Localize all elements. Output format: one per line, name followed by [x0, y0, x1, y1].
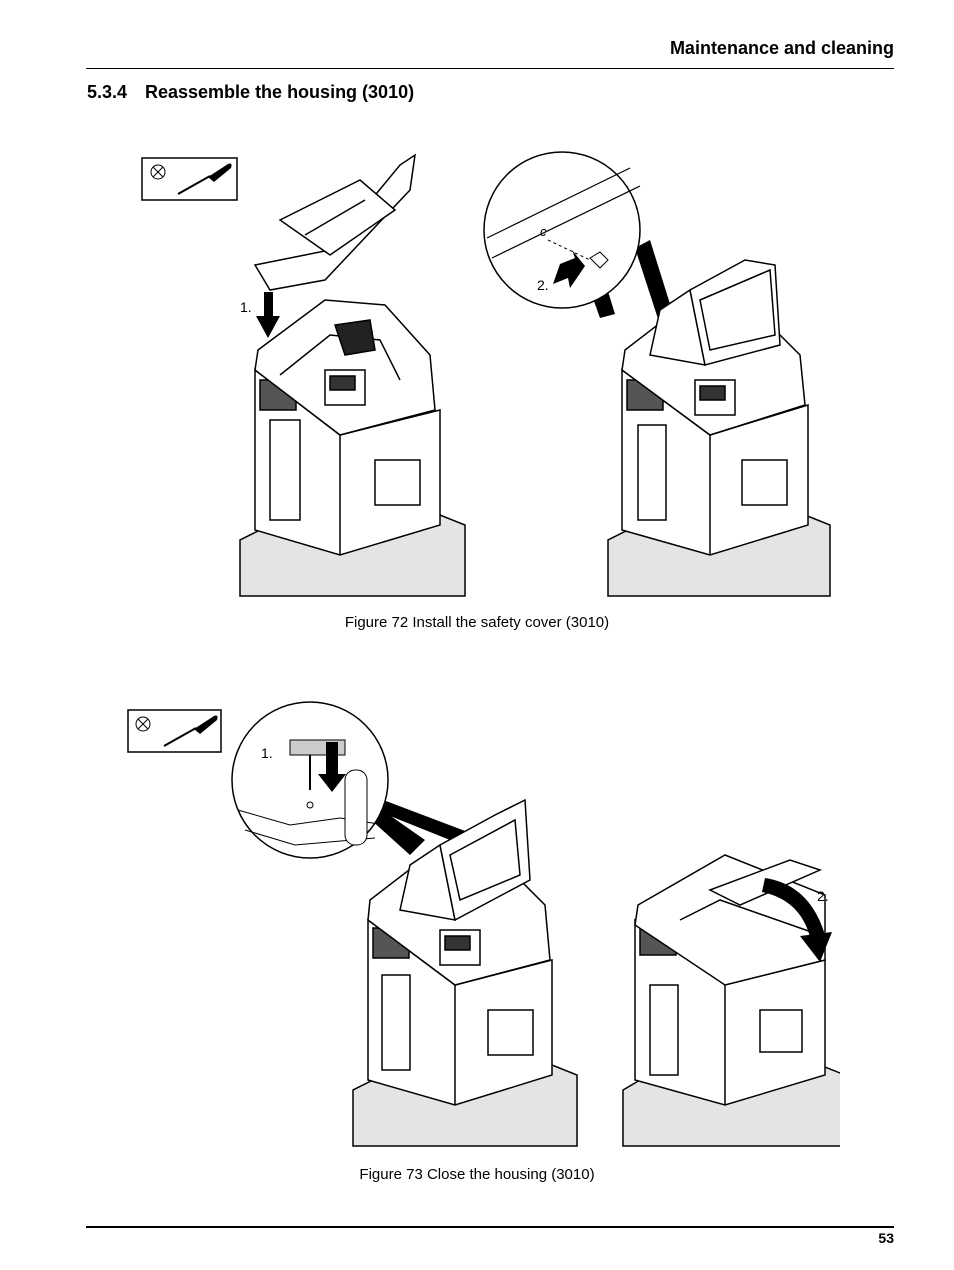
fig72-step1-label: 1.	[240, 299, 252, 315]
tool-box	[141, 157, 238, 201]
page-number: 53	[878, 1230, 894, 1246]
fig72-detail-letter: c	[540, 224, 547, 239]
screwdriver-icon	[177, 163, 232, 195]
figure-73-illustration: 1. 2.	[127, 701, 840, 1147]
instrument-right	[622, 854, 840, 1147]
arrow-down-icon	[318, 742, 346, 792]
fig72-step2-label: 2.	[537, 277, 549, 293]
section-number: 5.3.4	[87, 82, 128, 102]
figure-73-caption: Figure 73 Close the housing (3010)	[359, 1166, 595, 1183]
x-circle-icon	[135, 716, 151, 732]
arrow-insert-icon	[553, 250, 585, 288]
tool-box	[127, 709, 222, 753]
section-title: Reassemble the housing (3010)	[145, 82, 415, 102]
instrument-right	[607, 259, 831, 597]
header-divider	[86, 68, 894, 69]
section-heading: 5.3.4 Reassemble the housing (3010)	[87, 82, 414, 103]
arrow-curved-icon	[762, 878, 832, 962]
figure-72-illustration: 1. c 2.	[141, 151, 831, 597]
arrow-down-icon	[256, 292, 280, 338]
x-circle-icon	[150, 164, 166, 180]
fig73-step1-label: 1.	[261, 745, 273, 761]
screwdriver-icon	[163, 715, 218, 747]
footer-divider	[86, 1226, 894, 1228]
page-header-title: Maintenance and cleaning	[669, 38, 894, 58]
detail-circle: c 2.	[483, 151, 675, 325]
fig73-step2-label: 2.	[817, 888, 829, 904]
instrument-left	[352, 798, 578, 1147]
instrument-left	[239, 153, 466, 597]
figure-72-caption: Figure 72 Install the safety cover (3010…	[344, 614, 610, 631]
